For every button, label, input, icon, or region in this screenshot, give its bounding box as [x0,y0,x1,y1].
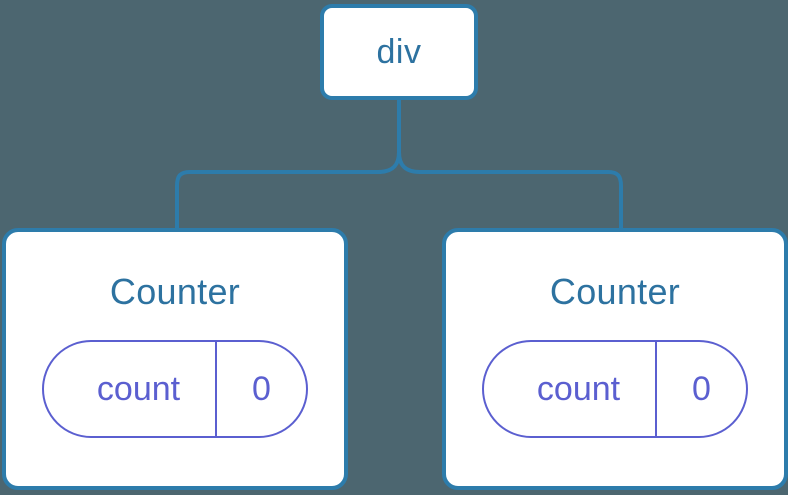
connector-left-branch [175,98,401,230]
node-counter-left-label: Counter [109,271,241,312]
node-div-label: div [376,33,422,71]
state-key-left: count [44,342,217,436]
node-counter-left[interactable]: Counter count 0 [2,228,348,490]
connector-right-branch [397,98,623,230]
node-div[interactable]: div [320,4,478,100]
state-key-right: count [484,342,657,436]
node-counter-right[interactable]: Counter count 0 [442,228,788,490]
node-counter-right-label: Counter [549,271,681,312]
state-value-left: 0 [252,370,271,408]
state-pill-left[interactable]: count 0 [42,340,308,438]
state-pill-right[interactable]: count 0 [482,340,748,438]
state-value-right: 0 [692,370,711,408]
